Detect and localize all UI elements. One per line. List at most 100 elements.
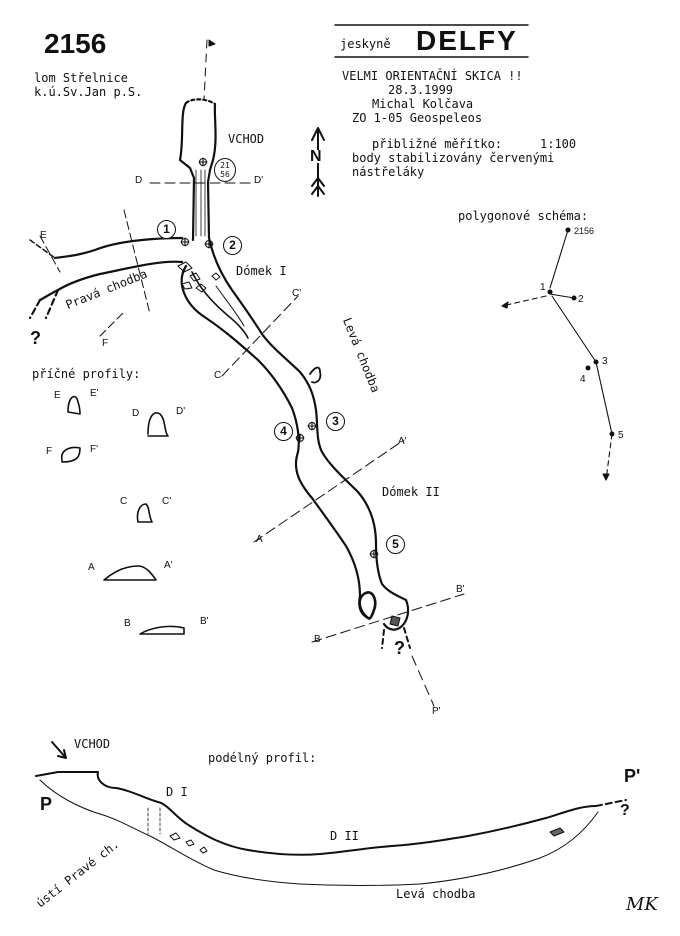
note-line-2: nástřeláky [352, 165, 425, 179]
long-profile-entrance: VCHOD [74, 737, 111, 751]
section-line-cc [221, 295, 299, 377]
mark-d-prime: D' [254, 175, 264, 186]
label-domek-1: Dómek I [236, 264, 287, 278]
profile-d [147, 412, 169, 437]
long-profile-fill [549, 827, 565, 837]
profile-label-c: C [120, 496, 128, 507]
scale-label: přibližné měřítko: [372, 137, 503, 151]
main-passage-right [207, 236, 408, 602]
group: ZO 1-05 Geospeleos [352, 111, 483, 125]
long-profile [35, 771, 627, 886]
date: 28.3.1999 [388, 83, 454, 97]
entrance-top [184, 98, 217, 106]
rubble [177, 261, 221, 293]
prava-chodba-dashed-left [29, 239, 56, 259]
profile-label-b: B [124, 618, 131, 629]
signature: MK [626, 894, 658, 915]
axis-arrow-top [208, 39, 216, 47]
profile-label-a: A [88, 562, 95, 573]
long-profile-title: podélný profil: [208, 751, 317, 765]
label-unknown-bottom: ? [394, 638, 405, 658]
station-3: 3 [326, 412, 345, 431]
long-profile-d2: D II [330, 829, 359, 843]
profile-label-e: E [54, 390, 61, 401]
polygon-start-label: 2156 [574, 226, 595, 236]
end-chamber [358, 591, 377, 620]
end-chamber-right [382, 598, 410, 631]
cross-profiles-title: příčné profily: [32, 367, 141, 381]
station-2: 2 [223, 236, 242, 255]
mark-e: E [40, 230, 47, 241]
section-line-ff [99, 311, 125, 337]
location-line-1: lom Střelnice [34, 71, 128, 85]
cave-word: jeskyně [340, 37, 391, 51]
mark-c-prime: C' [292, 288, 302, 299]
axis-line-bottom [411, 655, 435, 707]
profile-label-a-prime: A' [164, 560, 173, 571]
mark-b: B [314, 634, 321, 645]
prava-chodba-dashed [28, 288, 60, 320]
mark-a-prime: A' [398, 436, 407, 447]
polygon-point-2: 2 [578, 294, 584, 305]
label-north: N [310, 148, 322, 165]
long-profile-p: P [40, 794, 53, 814]
main-passage-left [180, 264, 370, 620]
mark-d: D [135, 175, 143, 186]
label-entrance: VCHOD [228, 132, 265, 146]
sketch-note: VELMI ORIENTAČNÍ SKICA !! [342, 69, 523, 83]
polygon-schema [501, 227, 615, 481]
polygon-point-3: 3 [602, 356, 608, 367]
side-bump-leva [309, 366, 322, 384]
polygon-schema-title: polygonové schéma: [458, 209, 589, 223]
main-passage-inner-right [215, 285, 245, 327]
profile-label-e-prime: E' [90, 388, 99, 399]
mark-c: C [214, 370, 222, 381]
profile-label-c-prime: C' [162, 496, 172, 507]
mark-a: A [256, 534, 263, 545]
section-line-ee [39, 235, 61, 273]
mark-f: F [102, 338, 109, 349]
end-fill [389, 615, 401, 627]
mark-b-prime: B' [456, 584, 465, 595]
entrance-station-label: 21 56 [214, 158, 236, 182]
cave-number: 2156 [44, 28, 107, 59]
profile-f [60, 446, 81, 463]
profile-label-f: F [46, 446, 53, 457]
axis-line-top [203, 39, 208, 101]
north-arrow [311, 127, 325, 197]
cave-name: DELFY [416, 25, 518, 56]
scale-value: 1:100 [540, 137, 577, 151]
prava-chodba-outline [38, 236, 184, 302]
label-domek-2: Dómek II [382, 485, 440, 499]
mark-p-prime-plan: P' [432, 706, 441, 717]
end-dashed [381, 627, 411, 649]
profile-label-f-prime: F' [90, 444, 99, 455]
note-line-1: body stabilizovány červenými [352, 151, 555, 165]
author: Michal Kolčava [372, 97, 474, 111]
long-profile-entrance-arrow [51, 741, 67, 759]
profile-label-b-prime: B' [200, 616, 209, 627]
profile-label-d-prime: D' [176, 406, 186, 417]
station-1: 1 [157, 220, 176, 239]
long-profile-rubble [169, 832, 208, 854]
profile-a [103, 565, 157, 581]
label-unknown-left: ? [30, 328, 41, 348]
polygon-point-1: 1 [540, 282, 546, 293]
section-line-mm [123, 209, 151, 315]
entrance-outline [178, 101, 217, 242]
section-line-aa [253, 439, 405, 543]
polygon-point-4: 4 [580, 374, 586, 385]
station-markers [180, 157, 379, 559]
long-profile-p-prime: P' [624, 766, 641, 786]
station-5: 5 [386, 535, 405, 554]
profile-label-d: D [132, 408, 140, 419]
long-profile-d1: D I [166, 785, 188, 799]
location-line-2: k.ú.Sv.Jan p.S. [34, 85, 143, 99]
profile-b [139, 625, 185, 635]
profile-e [67, 395, 81, 415]
long-profile-unknown: ? [620, 802, 630, 819]
section-line-bb [311, 593, 465, 643]
station-4: 4 [274, 422, 293, 441]
long-profile-leva-chodba: Levá chodba [396, 887, 476, 901]
